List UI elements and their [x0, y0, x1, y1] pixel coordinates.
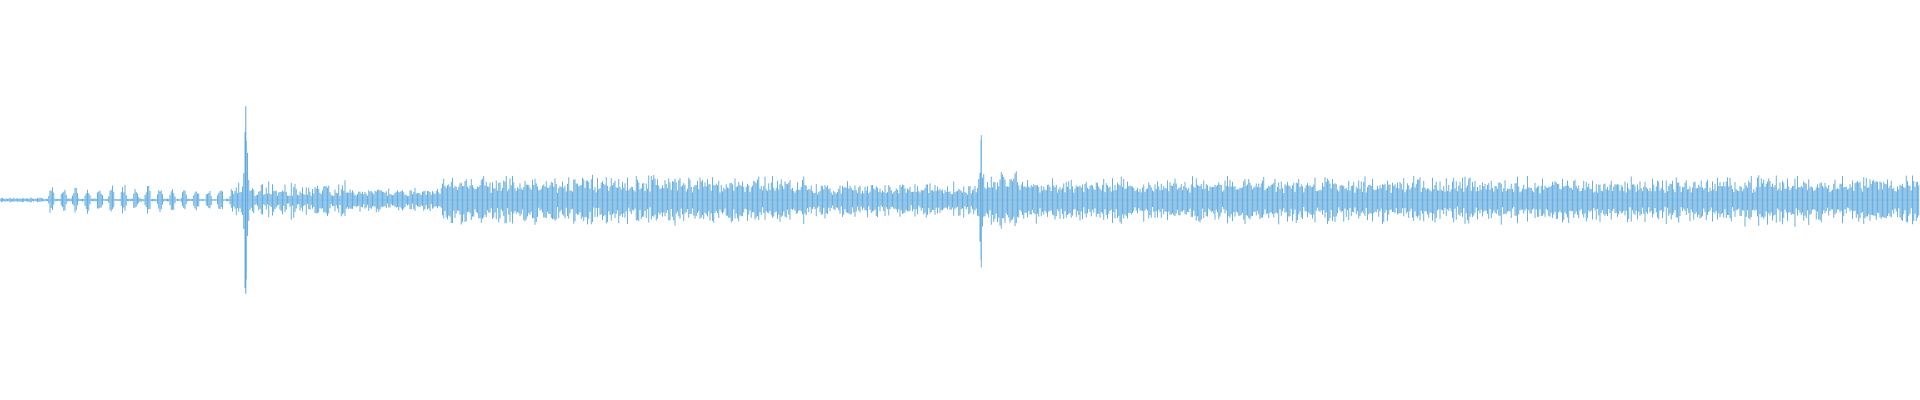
waveform-samples: [0, 131, 1920, 288]
waveform-trace: [0, 106, 1920, 294]
